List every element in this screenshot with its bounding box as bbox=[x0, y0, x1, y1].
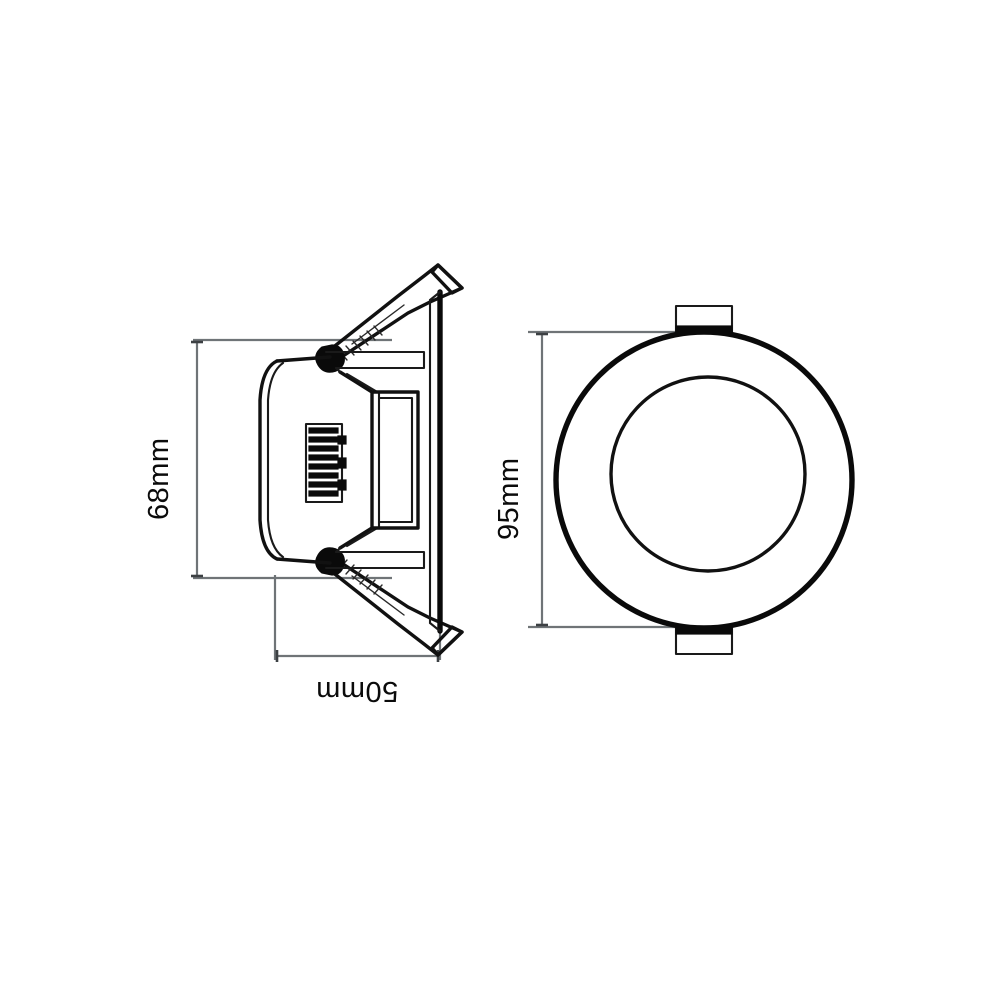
heatsink-nub bbox=[337, 479, 347, 491]
heatsink-fin bbox=[308, 454, 339, 461]
dim-68-label: 68mm bbox=[143, 437, 175, 520]
trim-flange bbox=[428, 289, 443, 634]
trim-flange-corner-top bbox=[428, 290, 442, 302]
dimension-95mm: 95mm bbox=[493, 330, 690, 629]
housing-top-deck bbox=[324, 350, 426, 370]
spring-clip-upper-tip bbox=[430, 263, 464, 295]
housing-body bbox=[258, 350, 426, 570]
reflector-cone-left-wall-inner bbox=[345, 372, 381, 548]
heatsink-fin bbox=[308, 472, 339, 479]
trim-flange-corner-bottom bbox=[428, 621, 442, 633]
heatsink-nub bbox=[337, 435, 347, 445]
heatsink-nub bbox=[337, 457, 347, 469]
rear-housing-dome-outer bbox=[258, 359, 279, 561]
heatsink-fin bbox=[308, 481, 339, 488]
heatsink-body bbox=[304, 422, 344, 504]
dimension-68mm: 68mm bbox=[143, 338, 392, 580]
dim-95-label: 95mm bbox=[493, 457, 525, 540]
side-section-view: 68mm 50mm bbox=[143, 263, 464, 707]
reflector-cone-left-wall bbox=[338, 370, 374, 550]
reflector-cone-chamber-inner bbox=[377, 396, 414, 524]
rear-housing-top-edge bbox=[275, 355, 332, 363]
inner-diffuser-circle bbox=[609, 375, 807, 573]
reflector-cone-chamber bbox=[370, 390, 420, 530]
heatsink-fin bbox=[308, 490, 339, 497]
heatsink-fins bbox=[304, 422, 347, 504]
heatsink-fin bbox=[308, 463, 339, 470]
reflector-shoulder-bottom bbox=[334, 546, 342, 554]
reflector-cone bbox=[334, 366, 420, 554]
front-plan-view: 95mm bbox=[493, 304, 855, 656]
spring-clip-lower-tip bbox=[430, 625, 464, 657]
heatsink-fin bbox=[308, 445, 339, 452]
housing-bottom-deck bbox=[324, 550, 426, 570]
reflector-shoulder-top bbox=[334, 366, 342, 374]
heatsink-fin bbox=[308, 427, 339, 434]
heatsink-fin bbox=[308, 436, 339, 443]
rear-housing-bottom-edge bbox=[275, 557, 332, 565]
rear-housing-dome-inner bbox=[266, 361, 285, 559]
dim-50-label: 50mm bbox=[316, 675, 399, 707]
